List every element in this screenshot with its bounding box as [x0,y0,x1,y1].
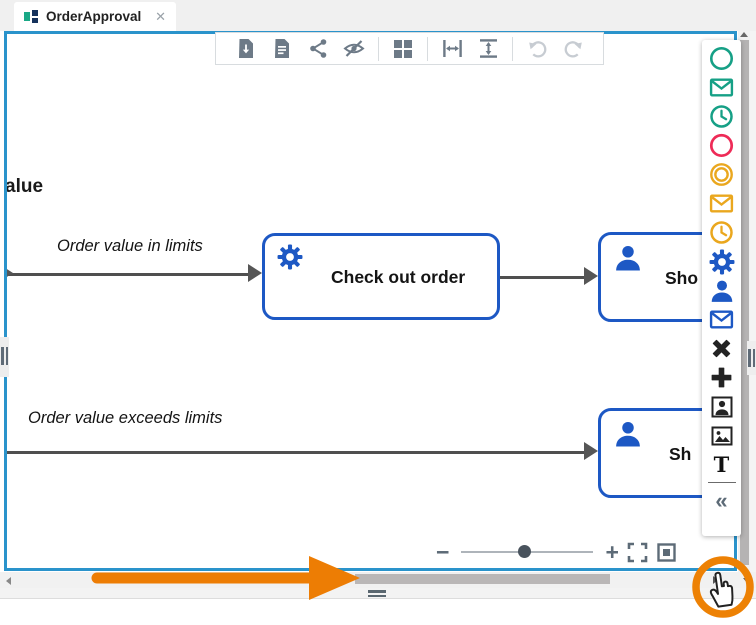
palette-timer-intermediate-event[interactable] [702,218,741,247]
palette-send-task[interactable] [702,305,741,334]
palette-image[interactable] [702,421,741,450]
diagram-content: alue Order value in limits [7,34,734,568]
task-check-out-order[interactable]: Check out order [262,233,500,320]
palette-parallel-gateway[interactable] [702,363,741,392]
canvas-toolbar [215,32,604,65]
flow-arrowhead [584,267,598,285]
zoom-in-button[interactable]: + [605,538,619,565]
app-logo-icon [24,10,38,23]
redo-button[interactable] [562,38,584,60]
gear-icon [277,244,303,270]
sequence-flow-checkout-ship[interactable] [500,276,586,279]
user-icon [616,422,640,447]
toolbar-separator [378,36,379,61]
horizontal-scrollbar[interactable] [0,572,737,588]
zoom-slider-handle[interactable] [518,545,532,558]
toolbar-separator [512,36,513,61]
task-label: Check out order [331,267,466,287]
diagram-canvas[interactable]: alue Order value in limits [4,31,737,571]
bottom-splitter [0,588,756,599]
user-icon [616,246,640,271]
fit-screen-button[interactable] [627,542,648,563]
bottom-panel-handle[interactable] [368,590,386,599]
document-properties-button[interactable] [271,38,293,60]
palette-intermediate-event[interactable] [702,160,741,189]
actual-size-button[interactable] [656,542,677,563]
zoom-out-button[interactable]: − [436,538,450,565]
export-document-button[interactable] [235,38,257,60]
palette-service-task[interactable] [702,247,741,276]
palette-collapse-button[interactable]: « [702,486,741,515]
zoom-slider[interactable] [461,545,594,558]
fit-width-button[interactable] [441,38,463,60]
scroll-left-arrow-icon[interactable] [6,577,11,585]
tab-close-icon[interactable]: ✕ [155,9,166,24]
undo-button[interactable] [526,38,548,60]
shape-palette: T « [702,40,741,536]
zoom-controls: − + [436,540,677,564]
vertical-scrollbar-thumb[interactable] [739,40,749,565]
flow-arrowhead [248,264,262,282]
palette-separator [707,482,736,483]
clipped-gateway-label[interactable]: alue [7,176,44,197]
right-splitter [750,31,756,572]
scroll-down-arrow-icon[interactable] [743,578,751,583]
palette-exclusive-gateway[interactable] [702,334,741,363]
tab-order-approval[interactable]: OrderApproval ✕ [14,2,176,31]
left-panel-handle[interactable] [0,337,9,377]
sequence-flow-exceeds[interactable] [7,451,586,454]
collapse-icon: « [715,487,728,513]
palette-timer-start-event[interactable] [702,102,741,131]
flow-arrowhead [584,442,598,460]
scroll-up-arrow-icon[interactable] [740,32,748,37]
vertical-scrollbar[interactable] [738,31,750,572]
hide-elements-button[interactable] [343,38,365,60]
palette-user-image[interactable] [702,392,741,421]
sequence-flow-in-limits[interactable] [7,273,254,276]
palette-user-task[interactable] [702,276,741,305]
palette-text-annotation[interactable]: T [702,450,741,479]
layout-grid-button[interactable] [392,38,414,60]
flow-label-in-limits[interactable]: Order value in limits [57,237,203,255]
flow-label-exceeds[interactable]: Order value exceeds limits [28,409,223,427]
fit-height-button[interactable] [477,38,499,60]
share-button[interactable] [307,38,329,60]
tab-title: OrderApproval [46,9,142,24]
palette-message-start-event[interactable] [702,73,741,102]
right-panel-handle[interactable] [747,341,756,375]
task-label: Sh [669,444,692,464]
horizontal-scrollbar-thumb[interactable] [355,574,610,584]
task-label: Sho [665,268,699,288]
flow-arrowhead [7,264,13,282]
palette-message-intermediate-event[interactable] [702,189,741,218]
tab-bar: OrderApproval ✕ [0,0,756,31]
palette-start-event[interactable] [702,44,741,73]
scroll-right-arrow-icon[interactable] [713,576,718,584]
text-annotation-icon: T [713,452,730,477]
palette-end-event[interactable] [702,131,741,160]
toolbar-separator [427,36,428,61]
